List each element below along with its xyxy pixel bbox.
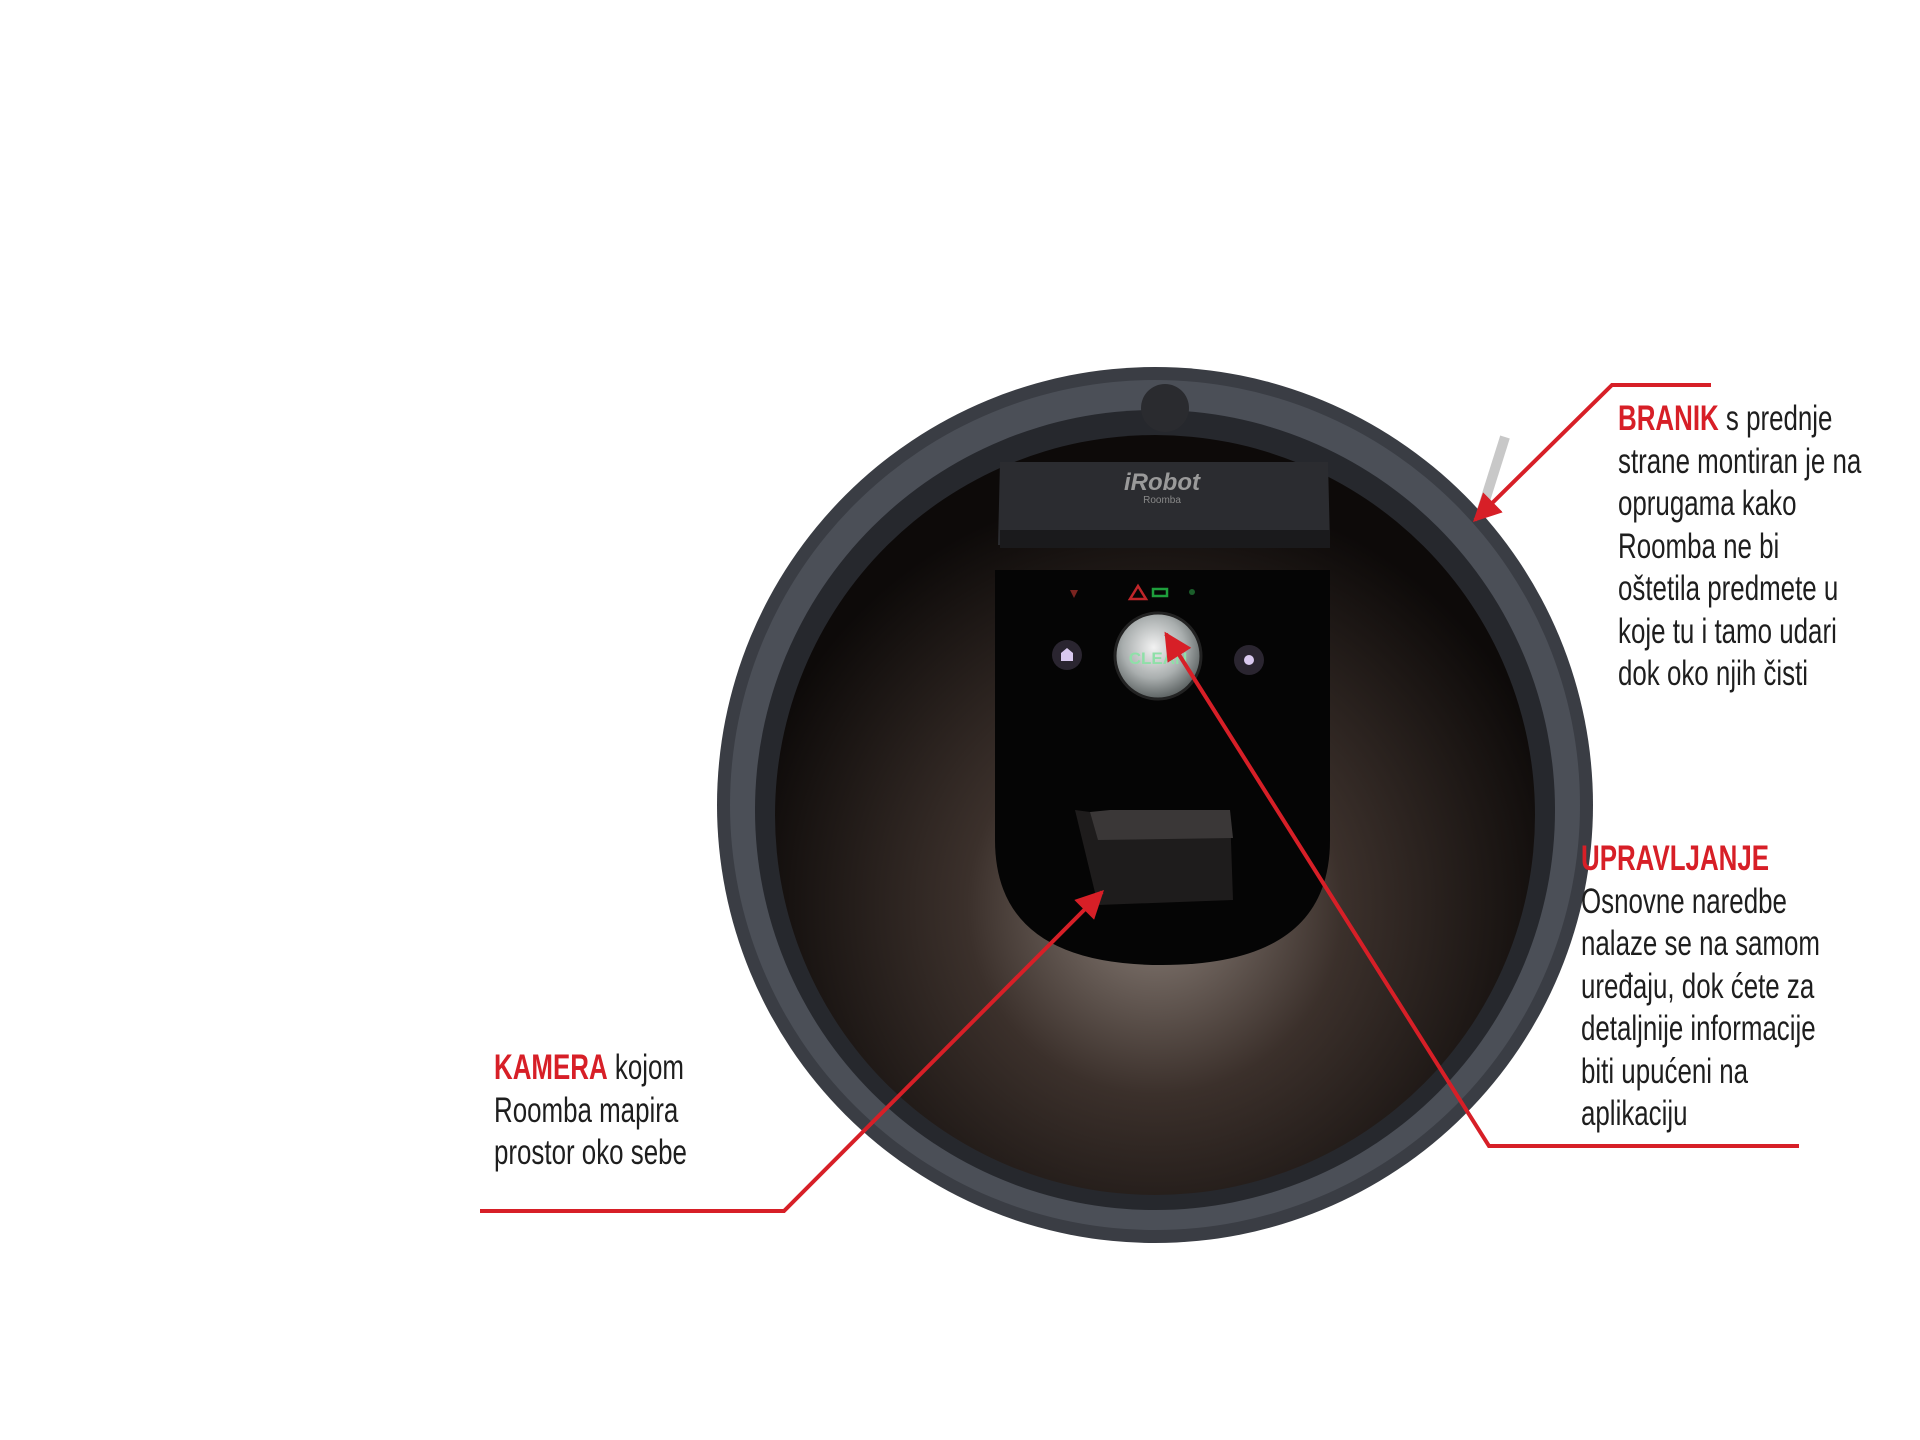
upravljanje-line: nalaze se na samom [1581,924,1820,963]
branik-line: dok oko njih čisti [1618,654,1809,693]
kamera-first-line: KAMERA kojom [494,1047,687,1090]
upravljanje-line: biti upućeni na [1581,1051,1749,1091]
battery-icon [1151,587,1169,598]
branik-annotation: BRANIK s prednje strane montiran je na o… [1618,398,1861,696]
upravljanje-line: Osnovne naredbe [1581,881,1787,921]
upravljanje-leader-line [1164,631,1799,1148]
upravljanje-line: detaljnije informacije [1581,1009,1816,1048]
upravljanje-line: uređaju, dok ćete za [1581,966,1815,1006]
kamera-annotation: KAMERA kojom Roomba mapira prostor oko s… [494,1047,687,1175]
kamera-line: Roomba mapira [494,1090,679,1130]
branik-leader-line [1473,383,1711,522]
kamera-line: prostor oko sebe [494,1133,687,1172]
roomba-logo: Roomba [1143,495,1181,506]
handle-edge [1000,530,1330,548]
branik-title: BRANIK [1618,399,1719,438]
handle [998,462,1330,545]
branik-line: oštetila predmete u [1618,569,1839,608]
branik-first-line: BRANIK s prednje [1618,398,1861,441]
irobot-logo: iRobot [1124,469,1201,496]
warning-icon [1127,583,1149,601]
upravljanje-title: UPRAVLJANJE [1581,839,1770,878]
branik-line: Roomba ne bi [1618,526,1780,566]
upravljanje-line: aplikaciju [1581,1094,1688,1133]
wifi-icon [1070,590,1078,598]
front-sensor [1141,384,1189,432]
branik-line: koje tu i tamo udari [1618,611,1837,651]
kamera-title: KAMERA [494,1048,608,1087]
dirt-detect-icon [1189,589,1195,595]
branik-line: oprugama kako [1618,484,1797,523]
branik-line: strane montiran je na [1618,441,1862,481]
kamera-leader-line [480,890,1104,1213]
home-icon [1061,648,1073,661]
kamera-lead: kojom [607,1048,684,1087]
branik-lead: s prednje [1718,399,1833,438]
upravljanje-annotation: UPRAVLJANJE Osnovne naredbe nalaze se na… [1581,838,1820,1136]
schedule-icon [1244,655,1254,665]
camera-top [1090,810,1233,840]
